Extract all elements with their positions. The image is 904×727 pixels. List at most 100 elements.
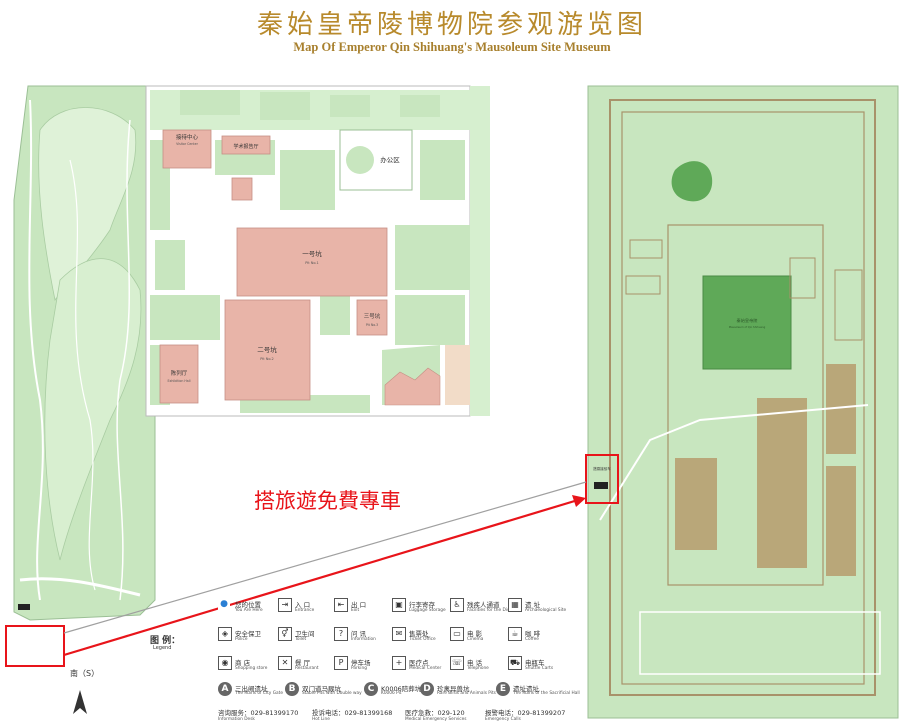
legend-name-10: 售票处 bbox=[409, 630, 429, 638]
promo-free-shuttle-text: 搭旅遊免費專車 bbox=[254, 489, 401, 513]
legend-icon-1: ● bbox=[218, 598, 230, 610]
left-park-area bbox=[13, 85, 156, 621]
site-en-b: Stable Pits with Double way bbox=[302, 691, 362, 696]
phone-line-1: 咨询服务：029-81399170 bbox=[218, 709, 299, 717]
label-pit1: 一号坑 bbox=[302, 249, 322, 258]
site-marker-a: A bbox=[218, 682, 232, 696]
phone-en-1: Information Desk bbox=[218, 717, 255, 722]
legend-name-11: 电 影 bbox=[467, 630, 483, 638]
legend-name-12: 咖 啡 bbox=[525, 630, 541, 638]
legend-name-7: 安全保卫 bbox=[235, 630, 261, 638]
label-visitor-center: 接待中心 bbox=[176, 133, 199, 141]
legend-name-14: 餐 厅 bbox=[295, 659, 311, 667]
legend-icon-7: ◈ bbox=[218, 627, 232, 641]
compass-icon bbox=[73, 690, 87, 714]
phone-en-2: Hot Line bbox=[312, 717, 330, 722]
phone-line-2: 投诉电话：029-81399168 bbox=[312, 709, 393, 717]
label-pit1-en: Pit No.1 bbox=[305, 261, 319, 265]
site-name-b: 双门道马厩坑 bbox=[302, 685, 341, 693]
site-marker-c: C bbox=[364, 682, 378, 696]
legend-name-15: 停车场 bbox=[351, 659, 371, 667]
legend-icon-11: ▭ bbox=[450, 627, 464, 641]
legend-en-2: Entrance bbox=[295, 608, 315, 613]
shuttle-stop-right-marker bbox=[585, 454, 619, 504]
map-title-en: Map Of Emperor Qin Shihuang's Mausoleum … bbox=[293, 40, 611, 54]
legend-name-8: 卫生间 bbox=[295, 630, 315, 638]
svg-text:搭乘接驳车: 搭乘接驳车 bbox=[593, 466, 611, 471]
legend-en-17: Telephone bbox=[467, 666, 489, 671]
legend-en-7: Police bbox=[235, 637, 248, 642]
phone-line-4: 报警电话：029-81399207 bbox=[485, 709, 566, 717]
legend-name-16: 医疗点 bbox=[409, 659, 429, 667]
label-pit2: 二号坑 bbox=[257, 345, 277, 354]
legend-name-6: 遗 址 bbox=[525, 601, 541, 609]
legend-icon-6: ▦ bbox=[508, 598, 522, 612]
site-name-c: K0006陪葬坑 bbox=[381, 685, 422, 693]
legend-en-12: Coffee bbox=[525, 637, 539, 642]
label-pit3-en: Pit No.3 bbox=[366, 323, 378, 327]
legend-en-3: Exit bbox=[351, 608, 360, 613]
label-academic-hall: 学术报告厅 bbox=[233, 143, 258, 150]
phone-en-4: Emergency Calls bbox=[485, 717, 521, 722]
legend-icon-17: ☏ bbox=[450, 656, 464, 670]
site-marker-d: D bbox=[420, 682, 434, 696]
label-mausoleum: 秦始皇帝陵 bbox=[737, 317, 759, 324]
museum-area: 接待中心 Visitor Center 学术报告厅 办公区 一号坑 Pit No… bbox=[145, 85, 490, 417]
shuttle-stop-left-marker bbox=[5, 625, 65, 667]
legend-en-13: Shopping store bbox=[235, 666, 268, 671]
site-en-a: The Ruins of City Gate bbox=[235, 691, 283, 696]
legend-name-5: 残疾人通道 bbox=[467, 601, 500, 609]
legend-name-3: 出 口 bbox=[351, 601, 367, 609]
legend-en-1: You Are Here bbox=[235, 608, 263, 613]
legend-icon-8: ⚥ bbox=[278, 627, 292, 641]
legend-icon-12: ☕ bbox=[508, 627, 522, 641]
legend-name-4: 行李寄存 bbox=[409, 601, 435, 609]
site-en-c: K0006 Pit bbox=[381, 691, 402, 696]
label-mausoleum-en: Mausoleum of Qin Shihuang bbox=[729, 325, 766, 329]
legend-name-17: 电 话 bbox=[467, 659, 483, 667]
site-marker-e: E bbox=[496, 682, 510, 696]
label-office: 办公区 bbox=[380, 155, 400, 164]
phone-line-3: 医疗急救：029-120 bbox=[405, 709, 465, 717]
legend-icon-10: ✉ bbox=[392, 627, 406, 641]
legend-en-9: Information bbox=[351, 637, 376, 642]
label-visitor-center-en: Visitor Center bbox=[176, 142, 198, 146]
legend-en-10: Ticket Office bbox=[409, 637, 436, 642]
promo-arrow bbox=[63, 498, 579, 657]
site-name-d: 珍禽异兽坑 bbox=[437, 685, 470, 693]
legend-name-13: 商 店 bbox=[235, 659, 251, 667]
legend-title: 图 例： bbox=[150, 636, 181, 646]
site-name-a: 三出阙遗址 bbox=[235, 685, 268, 693]
legend-title-en: Legend bbox=[153, 645, 172, 651]
site-name-e: 遗址遗址 bbox=[513, 685, 539, 693]
legend-en-18: Shuttle Carts bbox=[525, 666, 554, 671]
map-title-cn: 秦始皇帝陵博物院参观游览图 bbox=[256, 10, 647, 40]
legend-en-14: Restaurant bbox=[295, 666, 319, 671]
legend-name-2: 入 口 bbox=[295, 601, 311, 609]
legend-icon-3: ⇤ bbox=[334, 598, 348, 612]
label-exhibition-hall: 陈列厅 bbox=[171, 369, 188, 377]
label-pit2-en: Pit No.2 bbox=[260, 357, 274, 361]
legend-icon-5: ♿ bbox=[450, 598, 464, 612]
legend-icon-4: ▣ bbox=[392, 598, 406, 612]
site-marker-b: B bbox=[285, 682, 299, 696]
legend-en-5: Facilities for the Disabled bbox=[467, 608, 522, 613]
legend-en-4: Luggage Storage bbox=[409, 608, 446, 613]
mausoleum-area: 秦始皇帝陵 Mausoleum of Qin Shihuang bbox=[587, 85, 899, 719]
label-exhibition-hall-en: Exhibition Hall bbox=[168, 379, 191, 383]
legend-en-6: Archaeological Site bbox=[525, 608, 567, 613]
label-pit3: 三号坑 bbox=[364, 312, 381, 320]
site-en-d: Rare Birds and Animals Pits bbox=[437, 691, 496, 696]
legend-name-1: 您的位置 bbox=[235, 601, 261, 609]
legend-en-11: Cinema bbox=[467, 637, 484, 642]
legend-icon-2: ⇥ bbox=[278, 598, 292, 612]
legend-icon-16: + bbox=[392, 656, 406, 670]
legend-icon-15: P bbox=[334, 656, 348, 670]
legend-name-18: 电瓶车 bbox=[525, 659, 545, 667]
legend-name-9: 问 讯 bbox=[351, 630, 367, 638]
legend-icon-13: ◉ bbox=[218, 656, 232, 670]
south-label: 南（S） bbox=[70, 669, 100, 678]
legend-icon-18: ⛟ bbox=[508, 656, 522, 670]
legend-en-16: Medical Center bbox=[409, 666, 442, 671]
